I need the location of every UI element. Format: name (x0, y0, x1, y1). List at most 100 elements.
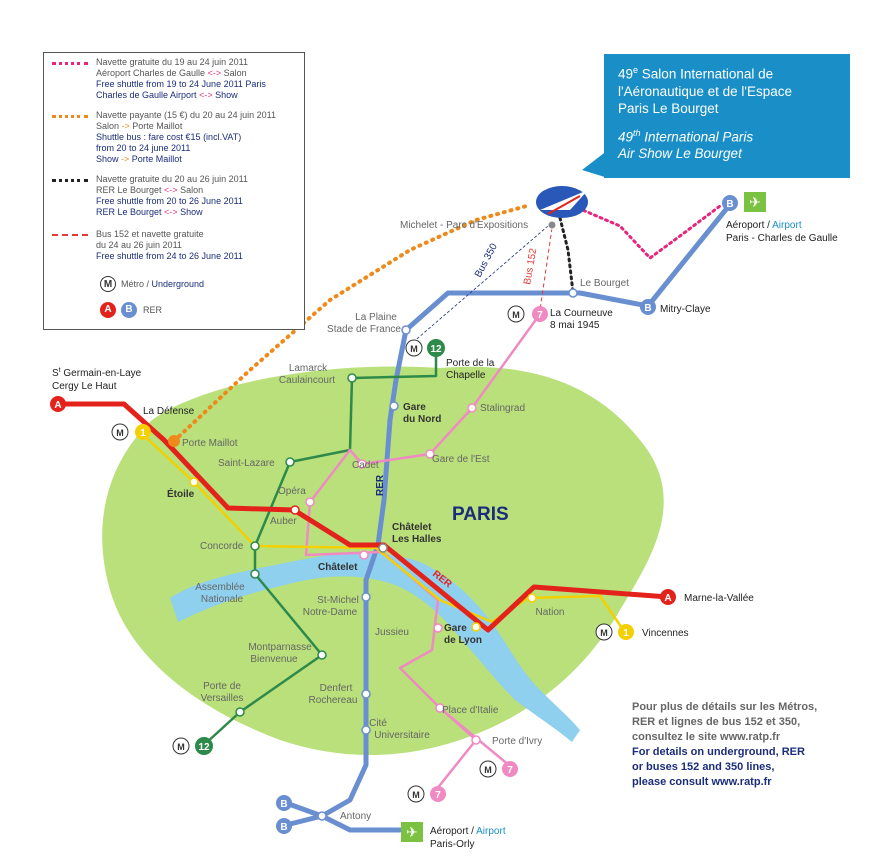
airplane-icon-orly: ✈ (401, 822, 423, 842)
badge-b-cdg: B (722, 195, 738, 211)
label-stalingrad: Stalingrad (480, 403, 525, 414)
badge-m-1-vincennes: M 1 (595, 623, 634, 641)
metro-12-line (204, 350, 438, 745)
svg-text:7: 7 (435, 790, 441, 801)
label-mitry-claye: Mitry-Claye (660, 304, 711, 315)
label-cite-u-1: Cité (369, 718, 387, 729)
svg-text:7: 7 (507, 765, 513, 776)
label-place-italie: Place d'Italie (442, 705, 499, 716)
title-callout: 49e Salon International de l'Aéronautiqu… (604, 54, 850, 178)
label-denfert-2: Rochereau (309, 695, 358, 706)
label-assemblee-2: Nationale (201, 594, 244, 605)
label-st-germain: St Germain-en-Laye (52, 367, 142, 379)
legend-line-shuttle-rer (52, 179, 88, 182)
label-porte-versailles-2: Versailles (201, 693, 244, 704)
svg-text:A: A (54, 400, 61, 411)
metro-1-line (139, 431, 626, 632)
label-gare-nord-2: du Nord (403, 414, 441, 425)
legend-rer-label: RER (143, 305, 163, 315)
label-cergy: Cergy Le Haut (52, 381, 117, 392)
svg-text:M: M (412, 790, 420, 800)
label-porte-chapelle-2: Chapelle (446, 370, 486, 381)
line-badges: A A B B B B M 7 M 12 M 1 M 1 M 12 M 7 M … (50, 195, 738, 834)
label-porte-ivry: Porte d'Ivry (492, 736, 542, 747)
svg-text:12: 12 (198, 742, 210, 753)
title-fr: 49e Salon International de l'Aéronautiqu… (618, 65, 793, 116)
label-cadet: Cadet (352, 460, 379, 471)
airplane-icon-cdg: ✈ (744, 192, 766, 212)
badge-b-south-2: B (276, 818, 292, 834)
bus-350-line (403, 225, 549, 351)
label-st-michel-2: Notre-Dame (303, 607, 358, 618)
label-gare-est: Gare de l'Est (432, 454, 490, 465)
svg-text:M: M (116, 428, 124, 438)
label-airport-cdg: Aéroport / Airport (726, 220, 802, 231)
label-le-bourget: Le Bourget (580, 278, 629, 289)
shuttle-cdg-line (576, 204, 722, 260)
svg-text:B: B (644, 303, 651, 314)
badge-m-12-versailles: M 12 (172, 737, 213, 755)
label-la-defense: La Défense (143, 406, 195, 417)
label-la-plaine-1: La Plaine (355, 312, 397, 323)
label-montparnasse-2: Bienvenue (250, 654, 298, 665)
label-chatelet-lh-2: Les Halles (392, 534, 442, 545)
svg-text:A: A (664, 593, 671, 604)
info-text: Pour plus de détails sur les Métros, RER… (632, 701, 818, 788)
label-gare-nord-1: Gare (403, 402, 426, 413)
label-nation: Nation (536, 607, 565, 618)
label-antony: Antony (340, 811, 371, 822)
shuttle-rer-line (558, 216, 575, 294)
label-marne: Marne-la-Vallée (684, 593, 754, 604)
badge-b-mitry: B (640, 299, 656, 315)
svg-text:M: M (484, 765, 492, 775)
station-labels: Michelet - Parc d'Expositions Le Bourget… (52, 220, 838, 850)
label-lamarck-1: Lamarck (289, 363, 328, 374)
badge-m-7-villejuif: M 7 (407, 785, 446, 803)
label-porte-versailles-1: Porte de (203, 681, 241, 692)
label-chatelet-lh-1: Châtelet (392, 522, 432, 533)
label-bus-350: Bus 350 (473, 241, 500, 279)
legend-rer-b-badge: B (121, 302, 137, 318)
badge-b-south-1: B (276, 795, 292, 811)
label-airport-orly-2: Paris-Orly (430, 839, 474, 850)
svg-text:B: B (280, 799, 287, 810)
label-gare-lyon-1: Gare (444, 623, 467, 634)
badge-m-12-chapelle: M 12 (405, 339, 445, 357)
label-cite-u-2: Universitaire (374, 730, 430, 741)
rer-a-line (55, 401, 671, 633)
label-lamarck-2: Caulaincourt (279, 375, 335, 386)
legend: Navette gratuite du 19 au 24 juin 2011 A… (43, 52, 305, 330)
badge-m-7-courneuve: M 7 (507, 305, 548, 323)
legend-metro-badge: M (100, 276, 116, 292)
badge-a-west: A (50, 396, 66, 412)
legend-metro-label: Métro / Underground (121, 279, 205, 289)
svg-text:M: M (600, 628, 608, 638)
label-la-courneuve-2: 8 mai 1945 (550, 320, 600, 331)
label-la-courneuve-1: La Courneuve (550, 308, 613, 319)
label-denfert-1: Denfert (320, 683, 353, 694)
label-assemblee-1: Assemblée (195, 582, 245, 593)
svg-text:1: 1 (140, 428, 146, 439)
svg-text:M: M (410, 344, 418, 354)
seine-river (170, 552, 580, 742)
shuttle-maillot-line (172, 203, 532, 443)
svg-text:✈: ✈ (406, 825, 418, 841)
label-montparnasse-1: Montparnasse (248, 642, 312, 653)
svg-text:7: 7 (537, 310, 543, 321)
label-porte-maillot: Porte Maillot (182, 438, 238, 449)
label-vincennes: Vincennes (642, 628, 689, 639)
label-opera: Opéra (278, 486, 306, 497)
svg-text:B: B (726, 199, 733, 210)
bus-152-line (539, 227, 553, 311)
label-paris: PARIS (452, 504, 509, 525)
legend-rer-a-badge: A (100, 302, 116, 318)
badge-a-east: A (660, 589, 676, 605)
label-saint-lazare: Saint-Lazare (218, 458, 275, 469)
airshow-logo (536, 186, 588, 218)
label-airport-cdg-2: Paris - Charles de Gaulle (726, 233, 838, 244)
svg-text:✈: ✈ (749, 195, 761, 211)
svg-text:1: 1 (623, 628, 629, 639)
badge-m-7-ivry: M 7 (479, 760, 518, 778)
badge-m-1-defense: M 1 (111, 423, 151, 441)
